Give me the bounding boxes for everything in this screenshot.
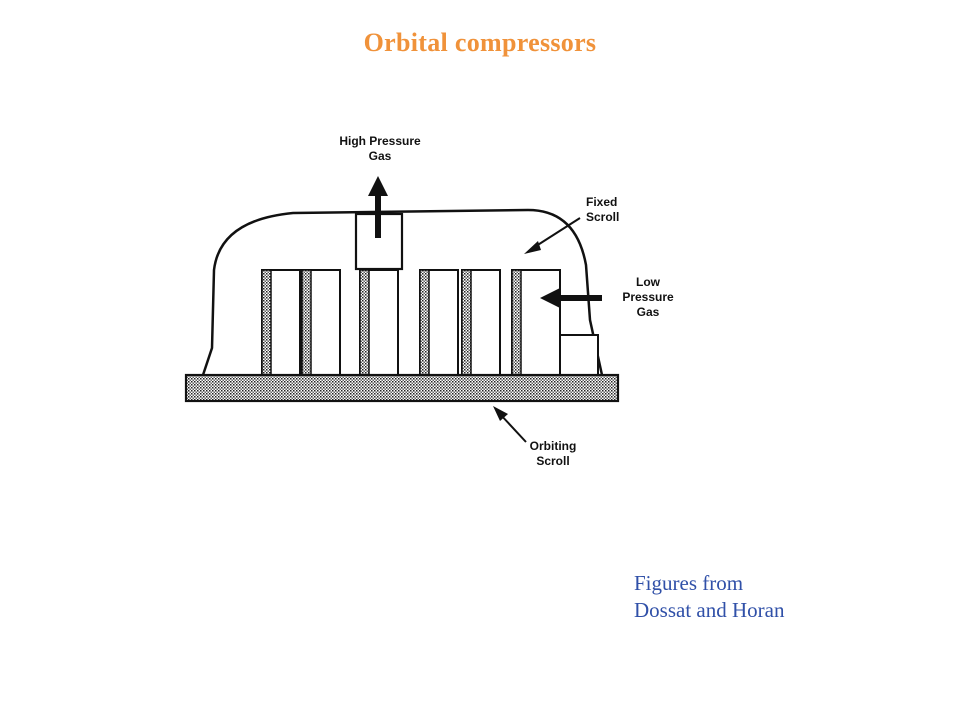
credit-line-2: Dossat and Horan <box>634 598 785 622</box>
high-pressure-arrow <box>368 176 388 238</box>
label-fixed-scroll: Scroll <box>586 210 619 224</box>
label-fixed: Fixed <box>586 195 617 209</box>
label-low-pressure: Pressure <box>622 290 674 304</box>
label-low-pressure-gas: Gas <box>637 305 660 319</box>
label-low: Low <box>636 275 661 289</box>
scroll-compressor-diagram: High Pressure Gas Fixed Scroll Low Press… <box>128 120 752 490</box>
label-high-pressure: High Pressure <box>339 134 421 148</box>
figure-credit: Figures from Dossat and Horan <box>634 570 784 624</box>
fixed-scroll-housing <box>201 208 604 376</box>
fixed-scroll-pointer <box>524 217 581 254</box>
diagram-svg: High Pressure Gas Fixed Scroll Low Press… <box>184 134 674 468</box>
label-orbiting: Orbiting <box>530 439 577 453</box>
orbiting-scroll-pointer <box>493 406 527 443</box>
label-high-pressure-gas: Gas <box>369 149 392 163</box>
scroll-channels <box>261 269 599 376</box>
credit-line-1: Figures from <box>634 571 744 595</box>
slide-title: Orbital compressors <box>363 28 597 57</box>
low-pressure-arrow <box>540 288 602 308</box>
orbiting-scroll-plate <box>184 373 620 403</box>
label-orbiting-scroll: Scroll <box>536 454 569 468</box>
